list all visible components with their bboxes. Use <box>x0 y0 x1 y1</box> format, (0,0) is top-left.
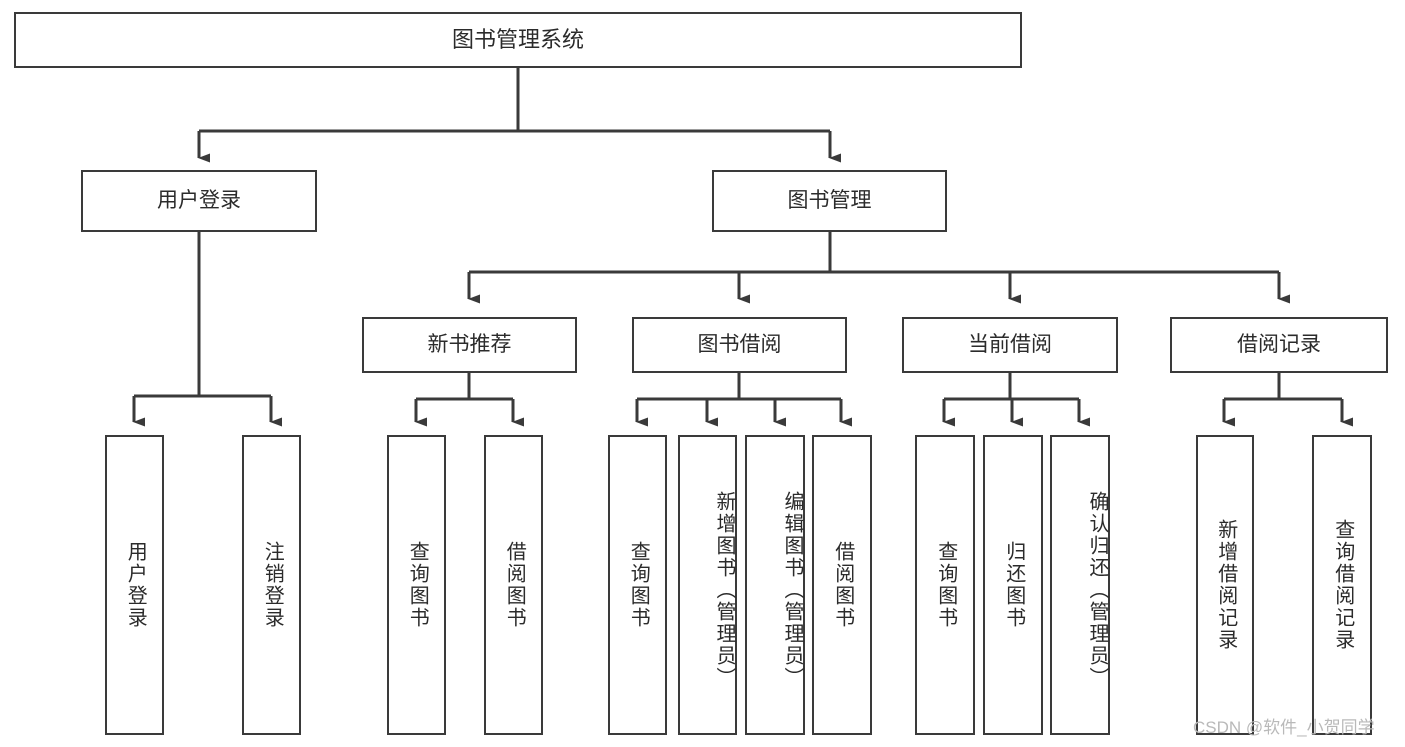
node-current-borrow[interactable]: 当前借阅 <box>902 317 1118 373</box>
node-book-management[interactable]: 图书管理 <box>712 170 947 232</box>
leaf-return-book[interactable]: 归还图书 <box>983 435 1043 735</box>
node-borrow-records[interactable]: 借阅记录 <box>1170 317 1388 373</box>
leaf-add-book-admin[interactable]: 新增图书（管理员） <box>678 435 737 735</box>
leaf-user-login[interactable]: 用户登录 <box>105 435 164 735</box>
leaf-query-borrow-record[interactable]: 查询借阅记录 <box>1312 435 1372 735</box>
leaf-query-book-current[interactable]: 查询图书 <box>915 435 975 735</box>
node-user-login[interactable]: 用户登录 <box>81 170 317 232</box>
node-book-borrow[interactable]: 图书借阅 <box>632 317 847 373</box>
leaf-logout-login[interactable]: 注销登录 <box>242 435 301 735</box>
leaf-borrow-book-borrow[interactable]: 借阅图书 <box>812 435 872 735</box>
leaf-confirm-return-admin[interactable]: 确认归还（管理员） <box>1050 435 1110 735</box>
leaf-borrow-book-newbook[interactable]: 借阅图书 <box>484 435 543 735</box>
leaf-query-book-borrow[interactable]: 查询图书 <box>608 435 667 735</box>
leaf-edit-book-admin[interactable]: 编辑图书（管理员） <box>745 435 805 735</box>
node-root[interactable]: 图书管理系统 <box>14 12 1022 68</box>
node-new-book-recommend[interactable]: 新书推荐 <box>362 317 577 373</box>
leaf-query-book-newbook[interactable]: 查询图书 <box>387 435 446 735</box>
csdn-watermark: CSDN @软件_小贺同学 <box>1193 718 1375 737</box>
leaf-add-borrow-record[interactable]: 新增借阅记录 <box>1196 435 1254 735</box>
